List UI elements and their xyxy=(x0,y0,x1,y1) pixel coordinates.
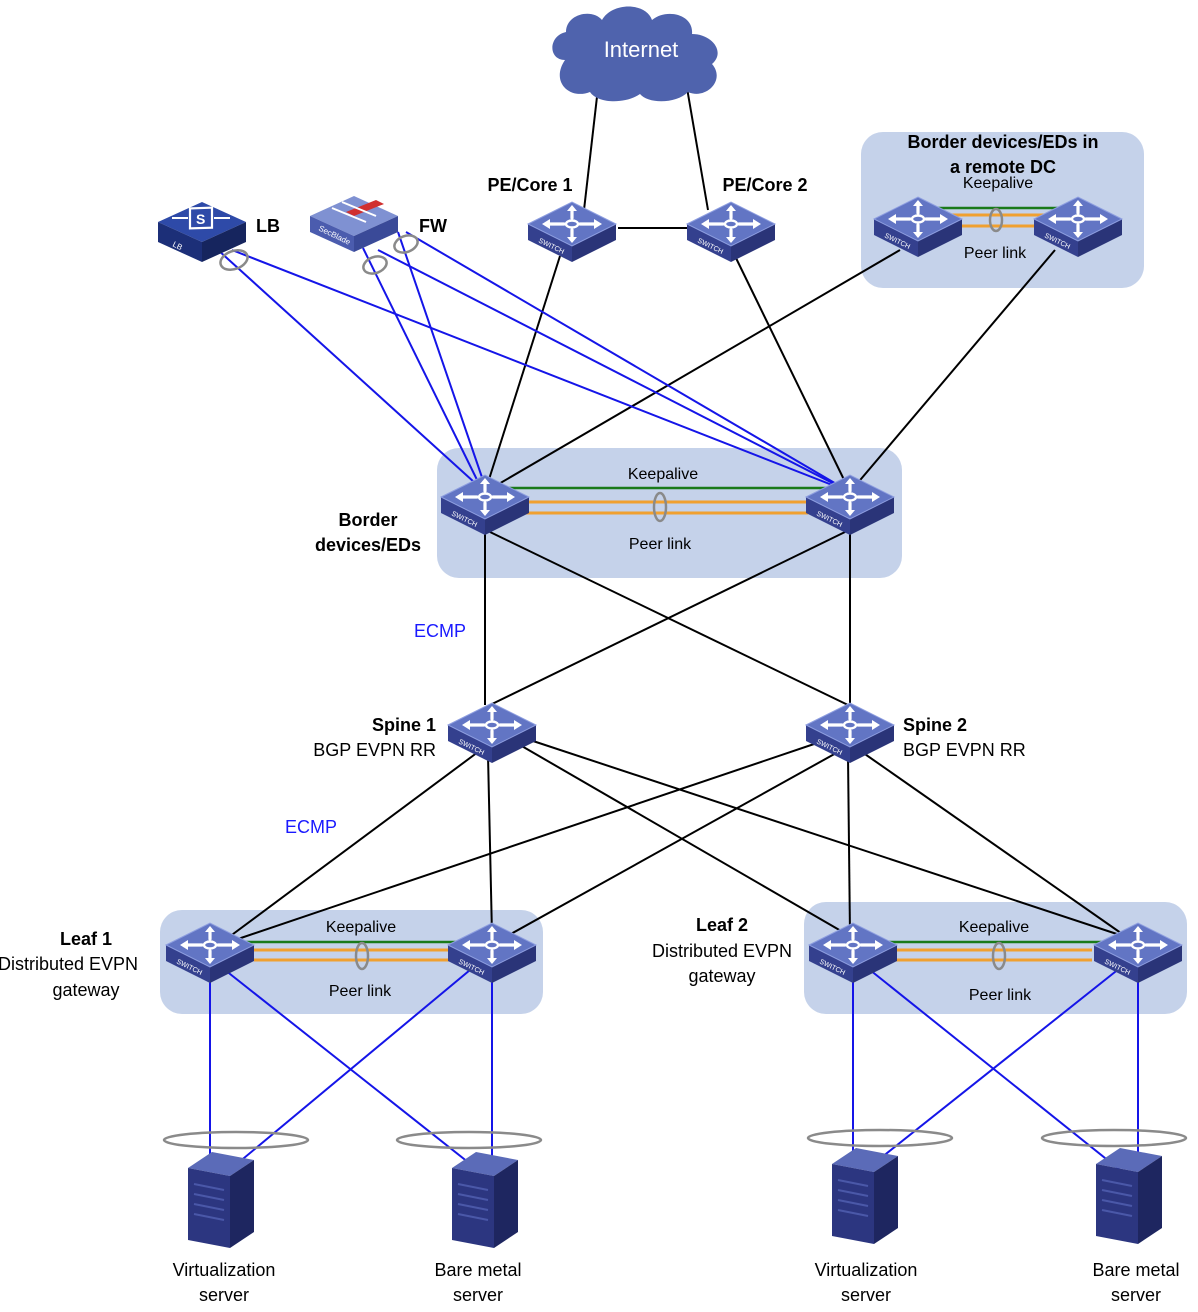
ecmp-lower-label: ECMP xyxy=(285,817,337,837)
leaf2-bare-server-label-1: Bare metal xyxy=(1092,1260,1179,1280)
border-keepalive: Keepalive xyxy=(628,466,698,483)
leaf1-role-1: Distributed EVPN xyxy=(0,954,138,974)
leaf1-virtualization-server[interactable] xyxy=(187,1151,255,1249)
leaf2-role-1: Distributed EVPN xyxy=(652,941,792,961)
link-aggregation-marks xyxy=(162,207,1188,1150)
link-spine1-leaf1a xyxy=(224,751,479,941)
spine2-role: BGP EVPN RR xyxy=(903,740,1026,760)
lb-device-text: LB xyxy=(171,240,184,252)
internet-label: Internet xyxy=(604,37,679,62)
leaf2-role-2: gateway xyxy=(688,966,755,986)
remote-dc-title-1: Border devices/EDs in xyxy=(907,132,1098,152)
lb-label: LB xyxy=(256,216,280,236)
remote-dc-title-2: a remote DC xyxy=(950,157,1056,177)
leaf1-bare-server-label-2: server xyxy=(453,1285,503,1305)
border-title-1: Border xyxy=(338,510,397,530)
pe-core2-switch[interactable] xyxy=(685,200,777,264)
leaf1-peer-link: Peer link xyxy=(329,983,392,1000)
peer-links xyxy=(254,213,1092,962)
fw-label: FW xyxy=(419,216,447,236)
leaf2-virt-server-label-1: Virtualization xyxy=(815,1260,918,1280)
link-spine1-leaf2a xyxy=(519,744,849,936)
link-remote1-border1 xyxy=(484,249,901,493)
leaf1-bare-metal-server[interactable] xyxy=(451,1151,519,1249)
link-spine2-leaf1b xyxy=(499,751,839,941)
leaf1-virt-server-label-2: server xyxy=(199,1285,249,1305)
spine1-name: Spine 1 xyxy=(372,715,436,735)
link-pe2-border2 xyxy=(734,255,851,493)
link-internet-pe2 xyxy=(686,87,709,211)
pe-core2-label: PE/Core 2 xyxy=(722,175,807,195)
remote-dc-keepalive: Keepalive xyxy=(963,175,1033,192)
link-spine1-leaf2b xyxy=(529,739,1136,941)
black-links xyxy=(224,87,1136,941)
leaf2-bare-metal-server[interactable] xyxy=(1095,1147,1163,1245)
leaf1-role-2: gateway xyxy=(52,980,119,1000)
link-spine2-leaf1a xyxy=(234,741,821,941)
leaf2-virtualization-server[interactable] xyxy=(831,1147,899,1245)
border-peer-link: Peer link xyxy=(629,536,692,553)
leaf1-keepalive: Keepalive xyxy=(326,919,396,936)
spine2-name: Spine 2 xyxy=(903,715,967,735)
spine1-switch[interactable] xyxy=(446,701,538,765)
link-remote2-border2 xyxy=(849,249,1056,493)
leaf1-bare-server-label-1: Bare metal xyxy=(434,1260,521,1280)
link-internet-pe1 xyxy=(583,87,599,211)
pe-core1-label: PE/Core 1 xyxy=(487,175,572,195)
link-border2-spine1 xyxy=(489,531,846,706)
spine2-switch[interactable] xyxy=(804,701,896,765)
border-title-2: devices/EDs xyxy=(315,535,421,555)
leaf2-virt-server-label-2: server xyxy=(841,1285,891,1305)
spine1-role: BGP EVPN RR xyxy=(313,740,436,760)
ecmp-upper-label: ECMP xyxy=(414,621,466,641)
link-pe1-border1 xyxy=(484,255,561,493)
blue-links xyxy=(209,231,1139,1171)
leaf2-name: Leaf 2 xyxy=(696,915,748,935)
leaf2-bare-server-label-2: server xyxy=(1111,1285,1161,1305)
link-spine2-leaf2a xyxy=(847,755,851,936)
internet-cloud[interactable]: Internet xyxy=(552,6,718,102)
leaf2-keepalive: Keepalive xyxy=(959,919,1029,936)
lb-device[interactable]: S LB xyxy=(158,202,246,262)
link-spine2-leaf2b xyxy=(861,751,1129,939)
link-spine1-leaf1b xyxy=(487,754,493,936)
pe-core1-switch[interactable] xyxy=(526,200,618,264)
remote-dc-peer-link: Peer link xyxy=(964,245,1027,262)
leaf1-name: Leaf 1 xyxy=(60,929,112,949)
leaf2-peer-link: Peer link xyxy=(969,987,1032,1004)
leaf2-group xyxy=(804,902,1187,1014)
fw-device[interactable]: SecBlade xyxy=(310,196,398,252)
leaf1-virt-server-label-1: Virtualization xyxy=(173,1260,276,1280)
svg-text:S: S xyxy=(196,211,205,227)
keepalive-links xyxy=(236,206,1115,944)
